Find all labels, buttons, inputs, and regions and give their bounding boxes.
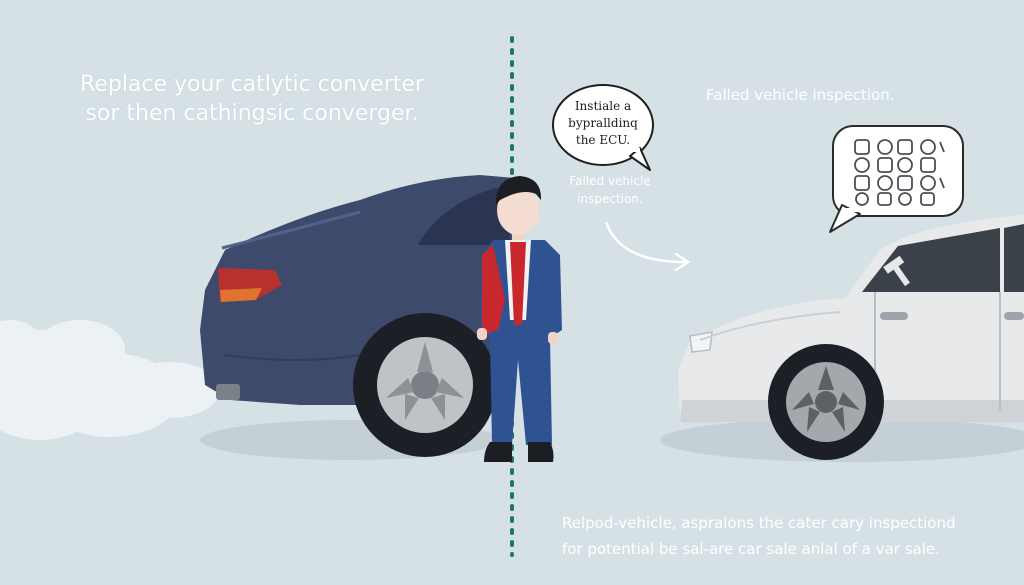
speech-bubble-line-2: bypralldinq [568,116,638,130]
exhaust-pipe [216,384,240,400]
red-tie [510,242,526,325]
failed-inspection-label-right: Falled vehicle inspection. [706,86,895,104]
failed-inspection-label-mid: Falled vehicle inspection. [562,172,658,208]
error-code-bubble [829,125,964,233]
speech-bubble-line-1: Instiale a [574,99,632,113]
headline-text: Replace your catlytic converter sor then… [76,70,428,128]
label-mid-line-1: Falled vehicle [569,174,651,188]
exhaust-smoke [0,320,220,440]
speech-bubble [552,84,654,171]
label-mid-line-2: inspection. [577,192,643,206]
left-car-wheel [353,313,497,457]
speech-bubble-text: Instiale a bypralldinq the ECU. [560,98,646,149]
speech-bubble-line-3: the ECU. [575,133,631,147]
garbled-symbol-grid-icon [854,139,945,206]
right-car-wheel [768,344,884,460]
caption-line-2: for potential be sal-are car sale anlal … [562,540,940,558]
headline-line-1: Replace your catlytic converter [80,72,424,97]
man-figure [477,176,562,462]
hammer-icon [883,255,910,287]
caption-line-1: Relpod-vehicle, aspralons the cater cary… [562,514,956,532]
headline-line-2: sor then cathingsic converger. [85,101,419,126]
curved-arrow-icon [604,221,691,272]
bottom-caption: Relpod-vehicle, aspralons the cater cary… [562,510,992,562]
headlight [689,331,713,353]
